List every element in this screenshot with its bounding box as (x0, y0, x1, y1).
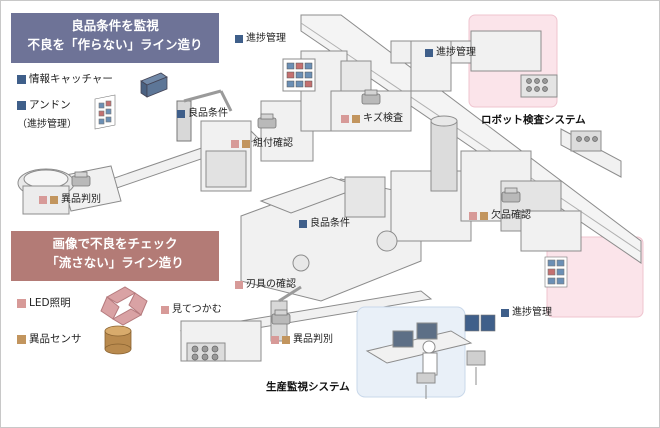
banner-prevent-defects: 良品条件を監視 不良を「作らない」ライン造り (11, 13, 219, 63)
label-missing-check: 欠品確認 (469, 210, 531, 222)
sensor-cylinder-icon (104, 325, 132, 355)
production-monitoring-system-title: 生産監視システム (266, 381, 350, 393)
label-progress-bottom: 進捗管理 (501, 307, 552, 319)
led-ring-icon (100, 286, 148, 326)
legend-andon: アンドン (17, 99, 71, 112)
legend-andon-sub: （進捗管理） (17, 119, 77, 130)
legend-led-label: LED照明 (29, 297, 71, 309)
center-machinery (240, 115, 582, 302)
blue-marker-icon (177, 110, 185, 118)
assembly-machines (200, 40, 452, 192)
label-see-grab: 見てつかむ (161, 304, 222, 316)
pink-marker-icon (271, 336, 279, 344)
banner-top-line1: 良品条件を監視 (71, 18, 159, 33)
pink-marker-icon (39, 196, 47, 204)
label-progress-top: 進捗管理 (235, 33, 286, 45)
blue-marker-icon (425, 49, 433, 57)
robot-inspection-system-title: ロボット検査システム (481, 114, 586, 126)
pink-marker-icon (235, 281, 243, 289)
label-scratch-check: キズ検査 (341, 113, 403, 125)
blue-marker-icon (299, 220, 307, 228)
label-good-condition-2: 良品条件 (299, 218, 350, 230)
label-foreign-judge-2: 異品判別 (271, 334, 333, 346)
catcher-box-icon (140, 72, 168, 98)
pink-marker-icon (231, 140, 239, 148)
pink-marker-icon (161, 306, 169, 314)
blue-marker-icon (235, 35, 243, 43)
label-blade-check: 刃具の確認 (235, 279, 296, 291)
pink-marker-icon (341, 115, 349, 123)
legend-foreign-sensor-label: 異品センサ (29, 333, 82, 345)
tan-marker-icon (352, 115, 360, 123)
progress-wall-panels (464, 256, 568, 332)
legend-foreign-sensor: 異品センサ (17, 333, 82, 346)
andon-panel-icon (94, 94, 116, 130)
pink-marker-icon (469, 212, 477, 220)
operator-desk (365, 322, 486, 399)
legend-led: LED照明 (17, 297, 71, 310)
label-progress-right: 進捗管理 (425, 47, 476, 59)
banner-image-check: 画像で不良をチェック 「流さない」ライン造り (11, 231, 219, 281)
label-foreign-judge-1: 異品判別 (39, 194, 101, 206)
pink-marker-icon (17, 299, 26, 308)
banner-bottom-line1: 画像で不良をチェック (52, 236, 178, 251)
label-good-condition-1: 良品条件 (177, 108, 228, 120)
label-assembly-check: 組付確認 (231, 138, 293, 150)
legend-andon-label: アンドン (29, 99, 71, 111)
tan-marker-icon (480, 212, 488, 220)
tan-marker-icon (50, 196, 58, 204)
tan-marker-icon (242, 140, 250, 148)
tan-marker-icon (282, 336, 290, 344)
blue-marker-icon (17, 75, 26, 84)
blue-marker-icon (501, 309, 509, 317)
blue-marker-icon (17, 101, 26, 110)
banner-top-line2: 不良を「作らない」ライン造り (27, 37, 203, 52)
legend-info-catcher-label: 情報キャッチャー (29, 73, 113, 85)
legend-info-catcher: 情報キャッチャー (17, 73, 113, 86)
banner-bottom-line2: 「流さない」ライン造り (46, 255, 184, 270)
tan-marker-icon (17, 335, 26, 344)
